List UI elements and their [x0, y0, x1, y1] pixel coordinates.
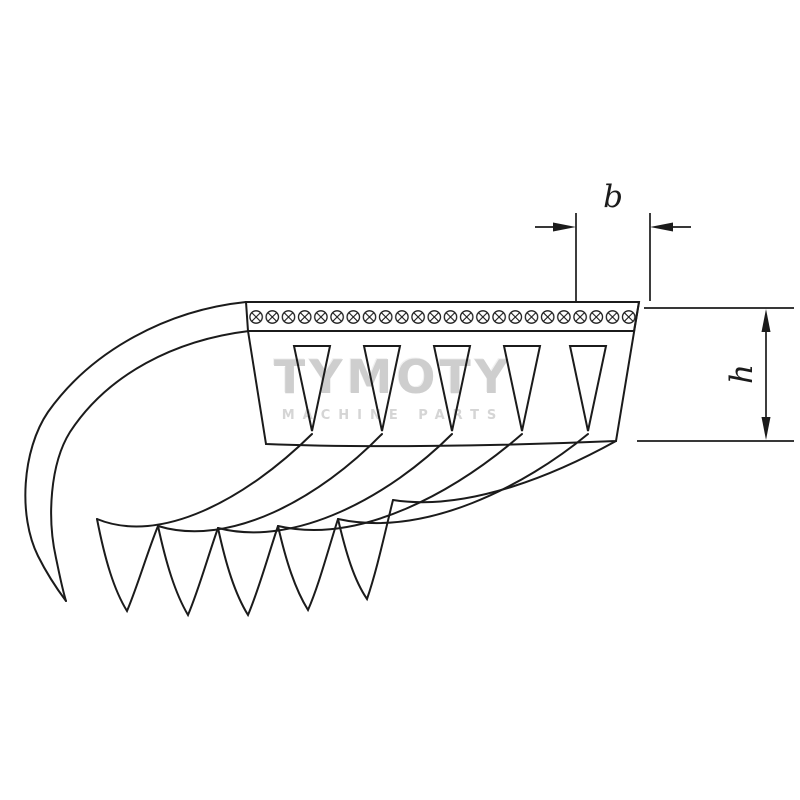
rib-groove [292, 345, 332, 432]
belt-side-edge-curve [392, 440, 617, 504]
rib-groove-curve [277, 433, 523, 531]
arrow-down-icon [761, 417, 771, 440]
dimension-b-label: b [603, 179, 623, 215]
belt-perspective-ribs [24, 301, 617, 618]
rib-groove [362, 345, 402, 432]
rib-tooth [337, 499, 394, 602]
rib-groove [568, 345, 608, 432]
rib-groove [502, 345, 542, 432]
rib-grooves [292, 345, 608, 432]
watermark-tagline-text: MACHINE PARTS [281, 408, 505, 423]
rib-tooth [157, 525, 219, 618]
arrow-left-icon [650, 222, 673, 232]
rib-tooth [96, 518, 159, 614]
belt-back-outer-edge [24, 301, 247, 602]
arrow-right-icon [553, 222, 576, 232]
cross-section-outline [247, 301, 640, 448]
rib-tooth [277, 518, 339, 613]
rib-groove-curve [157, 433, 383, 533]
dimension-b: b [535, 179, 691, 301]
rib-groove-curve [337, 433, 589, 524]
belt-back-inner-edge [50, 330, 250, 602]
arrow-up-icon [761, 309, 771, 332]
rib-groove [432, 345, 472, 432]
rib-groove-curve [217, 433, 453, 534]
belt-cross-section [244, 301, 641, 448]
rib-tooth [217, 525, 279, 618]
cord-band [244, 301, 641, 332]
rib-groove-curve [96, 433, 313, 528]
dimension-h-label: h [724, 364, 760, 384]
dimension-h: h [637, 307, 794, 442]
